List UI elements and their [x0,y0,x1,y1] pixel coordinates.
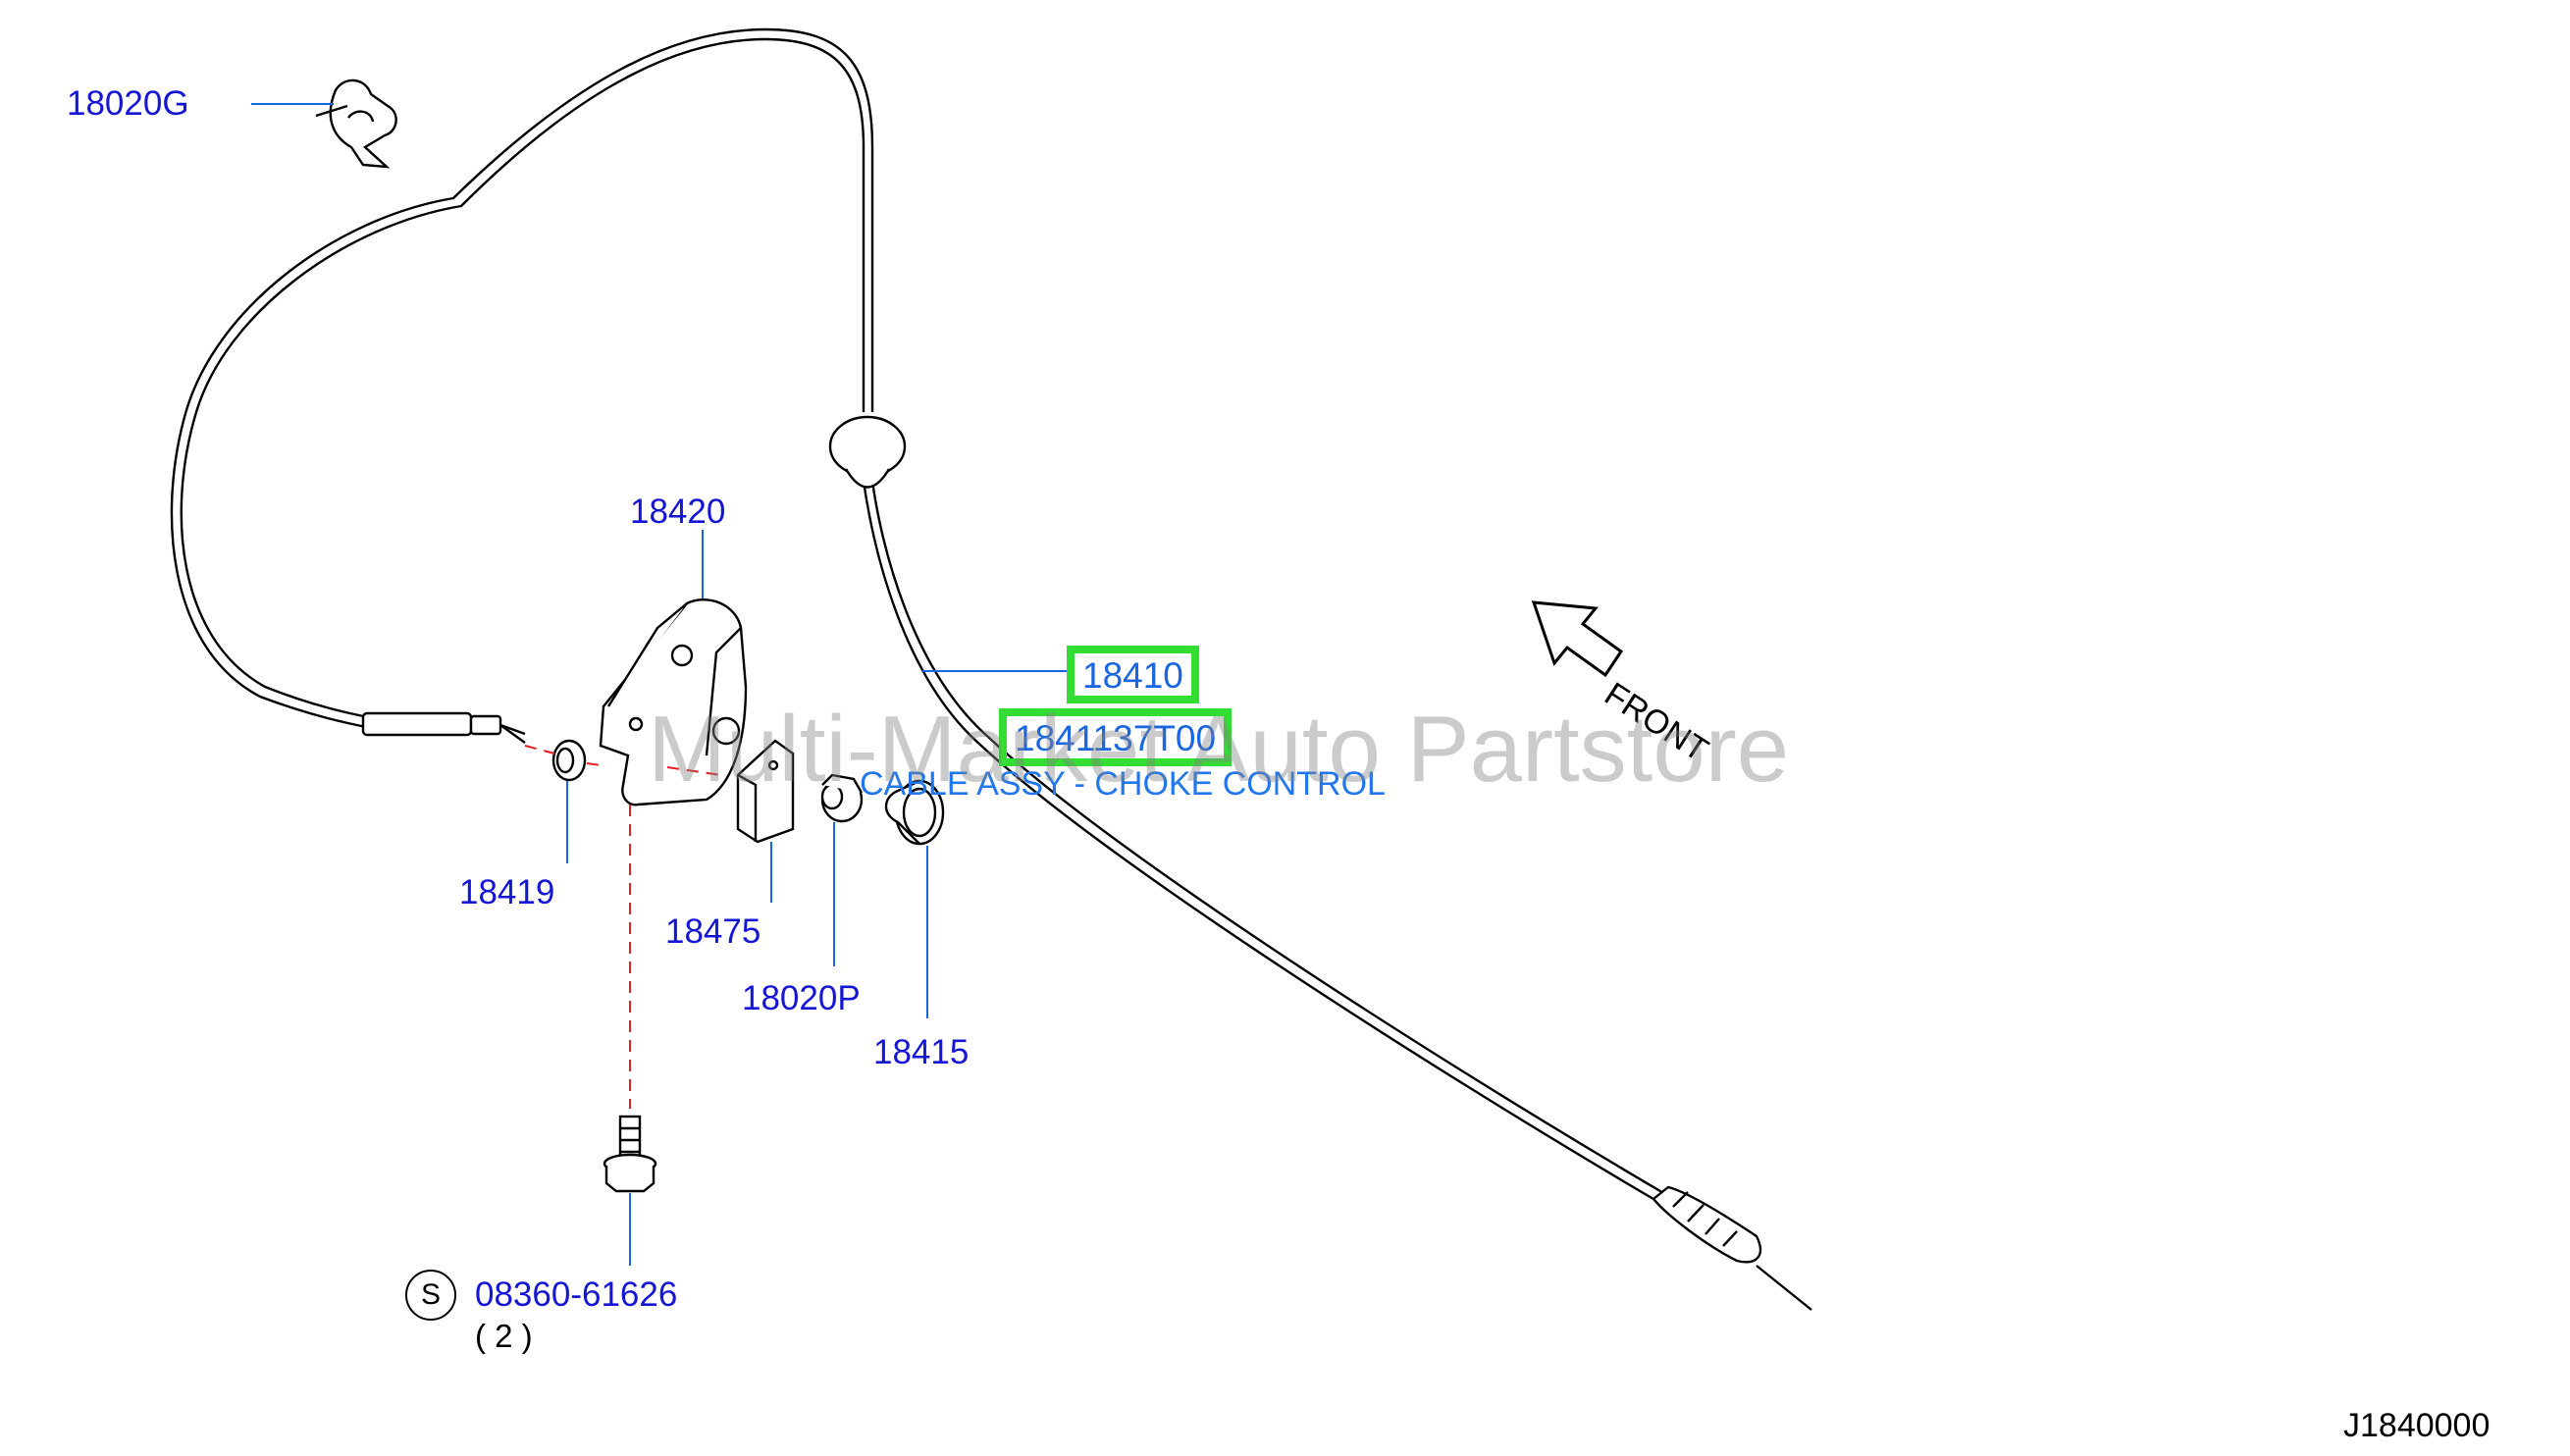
bolt-08360-61626 [603,1115,657,1193]
cable-grommet [828,415,907,489]
front-arrow-icon [1531,600,1624,678]
label-18020G[interactable]: 18020G [67,84,189,123]
quantity-note: ( 2 ) [475,1318,533,1354]
label-18410-highlighted[interactable]: 18410 [1067,646,1199,703]
label-1841137T00-highlighted[interactable]: 1841137T00 [999,708,1233,766]
cable-knob-end [361,711,526,744]
knob-18415 [884,779,945,846]
label-18420[interactable]: 18420 [630,493,726,531]
standard-part-symbol: S [405,1270,456,1321]
nut-18020P [820,773,864,823]
cable-end-fitting [1652,1185,1812,1311]
choke-cable [170,27,1666,1204]
part-description: CABLE ASSY - CHOKE CONTROL [860,765,1386,803]
bracket-18420 [599,598,748,806]
label-18020P[interactable]: 18020P [742,979,861,1017]
label-18419[interactable]: 18419 [459,873,555,911]
watermark: Multi-Market Auto Partstore [648,697,1790,802]
diagram-code: J1840000 [2343,1407,2491,1444]
clip-18020G [315,78,397,169]
washer-18419 [551,739,587,782]
assembly-lines [524,745,722,1109]
label-18415[interactable]: 18415 [873,1033,970,1071]
label-18475[interactable]: 18475 [665,912,761,951]
label-08360-61626[interactable]: 08360-61626 [475,1275,678,1314]
leader-lines [251,103,1067,1266]
plate-18475 [736,739,795,844]
